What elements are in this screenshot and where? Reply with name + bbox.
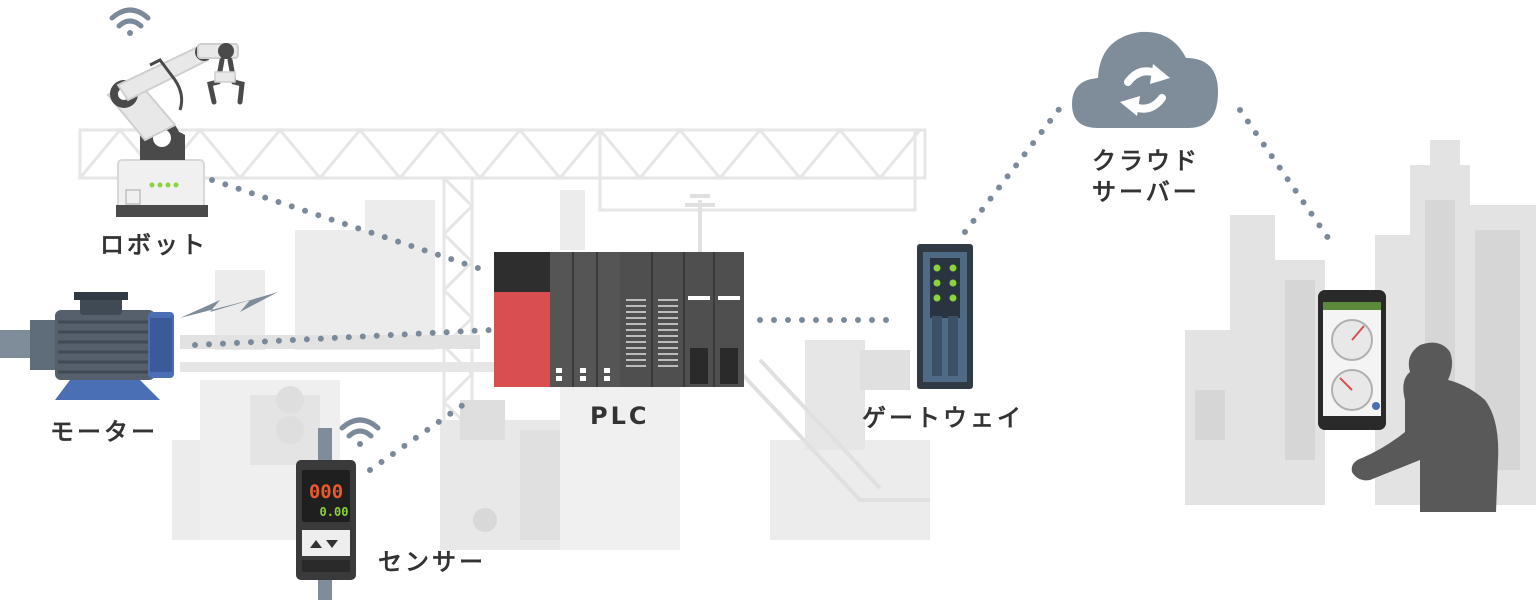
lightning-icon xyxy=(180,292,278,318)
sensor-icon: 000 0.00 xyxy=(296,417,381,600)
person-icon xyxy=(1351,342,1499,512)
robot-label: ロボット xyxy=(100,231,208,259)
cloud-server-label-line1: クラウド xyxy=(1092,147,1200,175)
cloud-sync-icon xyxy=(1072,31,1218,128)
connection-lines xyxy=(192,105,1338,473)
cloud-server-label-line2: サーバー xyxy=(1092,178,1200,206)
gateway-icon xyxy=(917,244,973,389)
wifi-icon xyxy=(109,7,151,36)
factory-background xyxy=(78,127,930,550)
cloud-phone-connection xyxy=(1237,107,1338,251)
motor-icon xyxy=(0,292,174,400)
robot-arm-icon xyxy=(106,7,245,217)
motor-label: モーター xyxy=(50,418,158,446)
sensor-label: センサー xyxy=(378,548,486,576)
sensor-main-value: 000 xyxy=(309,481,343,503)
plc-label: PLC xyxy=(590,402,650,430)
gateway-label: ゲートウェイ xyxy=(862,404,1024,432)
gateway-cloud-connection xyxy=(962,105,1063,235)
sensor-sub-value: 0.00 xyxy=(320,505,349,519)
smartphone-icon xyxy=(1318,290,1386,430)
plc-icon xyxy=(494,252,744,387)
